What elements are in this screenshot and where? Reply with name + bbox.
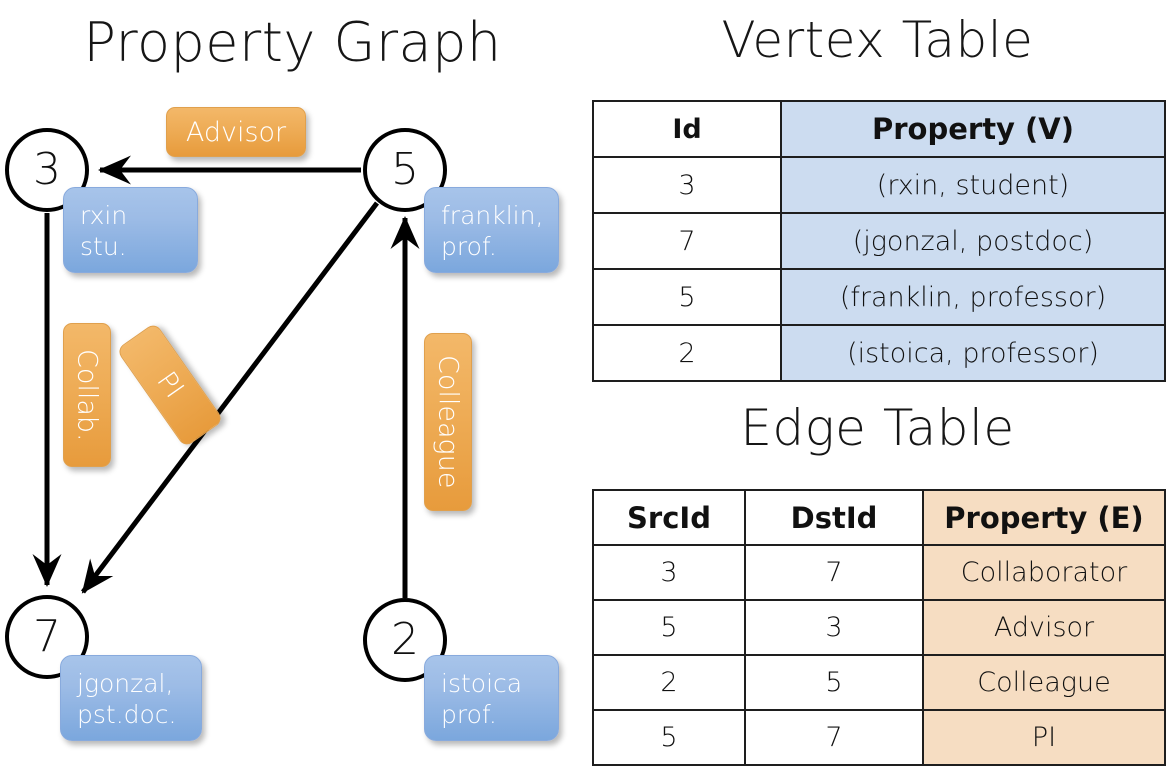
cell-id: 2 bbox=[592, 324, 782, 382]
cell-srcid: 2 bbox=[592, 654, 746, 711]
vertex-property-line-1: rxin bbox=[80, 201, 128, 230]
table-header-row: Id Property (V) bbox=[592, 100, 1166, 158]
cell-property: (rxin, student) bbox=[780, 156, 1166, 214]
cell-dstid: 7 bbox=[744, 709, 924, 766]
cell-srcid: 3 bbox=[592, 544, 746, 601]
edge-label-text: Collab. bbox=[71, 348, 103, 442]
vertex-property-line-1: franklin, bbox=[441, 201, 544, 230]
vertex-table: Id Property (V) 3 (rxin, student) 7 (jgo… bbox=[592, 100, 1166, 382]
vertex-property-box-istoica: istoica prof. bbox=[424, 655, 559, 741]
vertex-property-box-rxin: rxin stu. bbox=[63, 187, 198, 273]
vertex-node-2[interactable]: 2 bbox=[363, 598, 447, 682]
table-row: 3 (rxin, student) bbox=[592, 156, 1166, 214]
vertex-property-line-2: prof. bbox=[441, 232, 497, 261]
page-title-edge-table: Edge Table bbox=[740, 399, 1015, 457]
edge-label-advisor: Advisor bbox=[166, 107, 306, 157]
cell-property: PI bbox=[922, 709, 1166, 766]
vertex-property-line-1: jgonzal, bbox=[77, 669, 174, 698]
column-header-srcid: SrcId bbox=[592, 489, 746, 546]
vertex-property-line-1: istoica bbox=[441, 669, 523, 698]
column-header-property-e: Property (E) bbox=[922, 489, 1166, 546]
table-row: 3 7 Collaborator bbox=[592, 544, 1166, 601]
edge-label-text: PI bbox=[150, 366, 190, 404]
column-header-id: Id bbox=[592, 100, 782, 158]
table-row: 2 5 Colleague bbox=[592, 654, 1166, 711]
graph-edges-layer bbox=[32, 155, 420, 598]
cell-dstid: 7 bbox=[744, 544, 924, 601]
cell-property: Colleague bbox=[922, 654, 1166, 711]
edge-label-collab: Collab. bbox=[63, 323, 111, 467]
edge-label-colleague: Colleague bbox=[424, 333, 472, 511]
vertex-property-line-2: pst.doc. bbox=[77, 700, 177, 729]
cell-property: (istoica, professor) bbox=[780, 324, 1166, 382]
edge-label-text: Advisor bbox=[185, 116, 287, 148]
page-title-vertex-table: Vertex Table bbox=[721, 11, 1034, 69]
vertex-property-line-2: prof. bbox=[441, 700, 497, 729]
cell-id: 3 bbox=[592, 156, 782, 214]
vertex-property-line-2: stu. bbox=[80, 232, 127, 261]
property-graph-panel: Property Graph 3 5 7 2 rxin stu. bbox=[0, 0, 585, 760]
edge-table: SrcId DstId Property (E) 3 7 Collaborato… bbox=[592, 489, 1166, 766]
cell-dstid: 5 bbox=[744, 654, 924, 711]
cell-id: 5 bbox=[592, 268, 782, 326]
vertex-property-box-jgonzal: jgonzal, pst.doc. bbox=[60, 655, 202, 741]
vertex-property-box-franklin: franklin, prof. bbox=[424, 187, 559, 273]
table-row: 5 3 Advisor bbox=[592, 599, 1166, 656]
table-row: 7 (jgonzal, postdoc) bbox=[592, 212, 1166, 270]
table-header-row: SrcId DstId Property (E) bbox=[592, 489, 1166, 546]
cell-property: Advisor bbox=[922, 599, 1166, 656]
column-header-property-v: Property (V) bbox=[780, 100, 1166, 158]
cell-property: (franklin, professor) bbox=[780, 268, 1166, 326]
cell-srcid: 5 bbox=[592, 599, 746, 656]
vertex-node-5[interactable]: 5 bbox=[363, 128, 447, 212]
edge-5-to-7 bbox=[81, 201, 379, 594]
edge-label-text: Colleague bbox=[432, 355, 464, 489]
cell-property: Collaborator bbox=[922, 544, 1166, 601]
table-row: 5 (franklin, professor) bbox=[592, 268, 1166, 326]
table-row: 5 7 PI bbox=[592, 709, 1166, 766]
column-header-dstid: DstId bbox=[744, 489, 924, 546]
cell-srcid: 5 bbox=[592, 709, 746, 766]
cell-id: 7 bbox=[592, 212, 782, 270]
cell-dstid: 3 bbox=[744, 599, 924, 656]
page-title-property-graph: Property Graph bbox=[83, 11, 502, 74]
table-row: 2 (istoica, professor) bbox=[592, 324, 1166, 382]
cell-property: (jgonzal, postdoc) bbox=[780, 212, 1166, 270]
